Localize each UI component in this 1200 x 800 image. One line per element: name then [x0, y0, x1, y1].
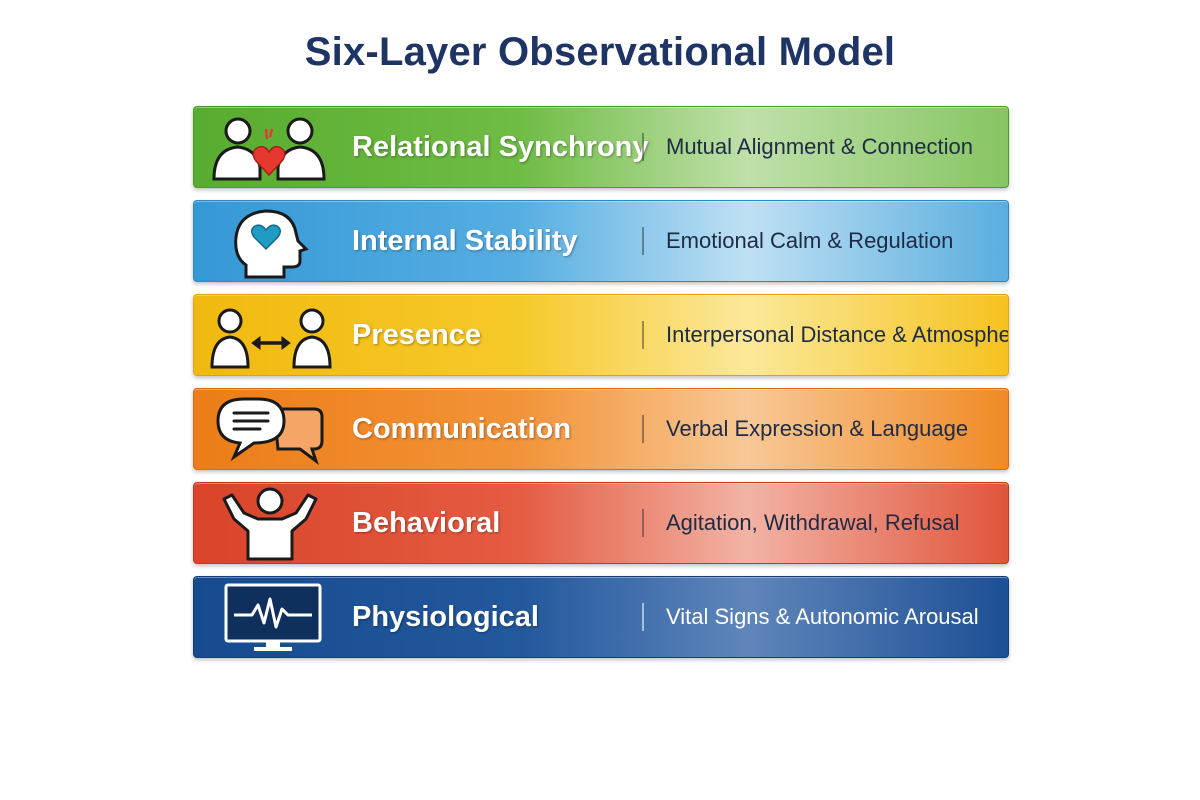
layer-name: Relational Synchrony	[352, 131, 649, 163]
layer-divider	[642, 509, 644, 537]
layer-description: Vital Signs & Autonomic Arousal	[666, 604, 979, 629]
two-people-heart-icon	[204, 109, 334, 185]
layer-presence: Presence Interpersonal Distance & Atmosp…	[193, 294, 1009, 376]
page-title: Six-Layer Observational Model	[304, 30, 896, 74]
layer-name: Physiological	[352, 601, 539, 633]
person-arms-raised-icon	[204, 485, 334, 561]
layer-divider	[642, 415, 644, 443]
layer-internal-stability: Internal Stability Emotional Calm & Regu…	[193, 200, 1009, 282]
layer-description: Mutual Alignment & Connection	[666, 134, 973, 159]
layer-description: Interpersonal Distance & Atmosphere	[666, 322, 1009, 347]
layer-name: Presence	[352, 319, 481, 351]
layer-behavioral: Behavioral Agitation, Withdrawal, Refusa…	[193, 482, 1009, 564]
layer-physiological: Physiological Vital Signs & Autonomic Ar…	[193, 576, 1009, 658]
layer-divider	[642, 227, 644, 255]
people-distance-icon	[204, 297, 334, 373]
head-heart-icon	[204, 203, 334, 279]
layer-relational-synchrony: Relational Synchrony Mutual Alignment & …	[193, 106, 1009, 188]
heart-monitor-icon	[204, 579, 334, 655]
layer-description: Emotional Calm & Regulation	[666, 228, 954, 253]
layer-name: Behavioral	[352, 507, 501, 539]
layer-name: Internal Stability	[352, 225, 578, 257]
layer-stack: Relational Synchrony Mutual Alignment & …	[193, 106, 1009, 670]
speech-bubbles-icon	[204, 391, 334, 467]
layer-name: Communication	[352, 413, 572, 445]
layer-divider	[642, 603, 644, 631]
layer-description: Agitation, Withdrawal, Refusal	[666, 510, 960, 535]
layer-divider	[642, 133, 644, 161]
layer-description: Verbal Expression & Language	[666, 416, 969, 441]
layer-divider	[642, 321, 644, 349]
layer-communication: Communication Verbal Expression & Langua…	[193, 388, 1009, 470]
